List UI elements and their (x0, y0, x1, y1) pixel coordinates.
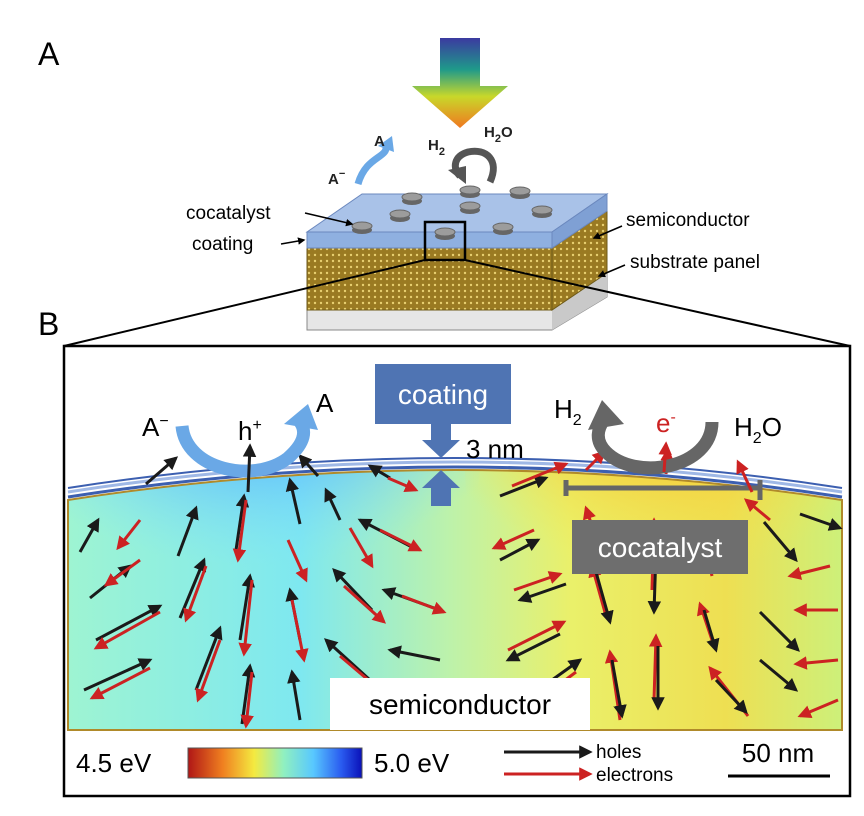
oxidation-arrow-icon (175, 418, 311, 478)
cocatalyst-box (572, 520, 748, 574)
light-arrow-icon (412, 38, 508, 128)
coating-box (375, 364, 511, 424)
semiconductor-box (330, 678, 590, 730)
reduction-arrow-a-icon (451, 147, 497, 184)
thickness-arrow-up-icon (422, 470, 460, 506)
label-substrate: substrate panel (630, 252, 760, 273)
coating-film (67, 465, 843, 499)
label-coating: coating (192, 234, 253, 255)
h2-product: H2 (554, 394, 582, 429)
color-scale-bar (187, 747, 363, 779)
device-block (305, 193, 609, 331)
zoom-line-right (464, 259, 851, 347)
semiconductor-box-label: semiconductor (369, 689, 551, 720)
oxidation-arrow-a-icon (354, 145, 390, 186)
zoom-box (423, 220, 467, 262)
cocatalyst-box-label: cocatalyst (598, 532, 723, 563)
semiconductor-outline (67, 469, 843, 731)
a-reaction-reactant: A− (328, 168, 345, 188)
coating-box-label: coating (398, 379, 488, 410)
electron-label: e- (656, 408, 676, 438)
thickness-arrow-down-icon (422, 424, 460, 458)
holes-legend-label: holes (596, 742, 641, 763)
a-water-reactant: H2O (484, 124, 513, 145)
label-semiconductor: semiconductor (626, 210, 750, 231)
reactant-a-minus: A− (142, 412, 169, 442)
scale-bar-label: 50 nm (742, 738, 814, 768)
electrons-legend-label: electrons (596, 765, 673, 786)
water-reactant: H2O (734, 412, 782, 447)
product-a: A (316, 388, 334, 418)
panel-b-label: B (38, 306, 59, 342)
cocatalyst-bracket (563, 480, 763, 500)
scale-max-label: 5.0 eV (374, 748, 450, 778)
panel-a-label: A (38, 36, 60, 72)
thickness-label: 3 nm (466, 434, 524, 464)
a-reaction-product: A (374, 133, 385, 150)
hole-label: h+ (238, 416, 262, 446)
zoom-line-left (63, 259, 426, 347)
label-cocatalyst: cocatalyst (186, 203, 271, 224)
a-h2-product: H2 (428, 137, 445, 158)
cocatalyst-particles (351, 185, 553, 240)
reduction-arrow-icon (591, 416, 719, 475)
scale-min-label: 4.5 eV (76, 748, 152, 778)
